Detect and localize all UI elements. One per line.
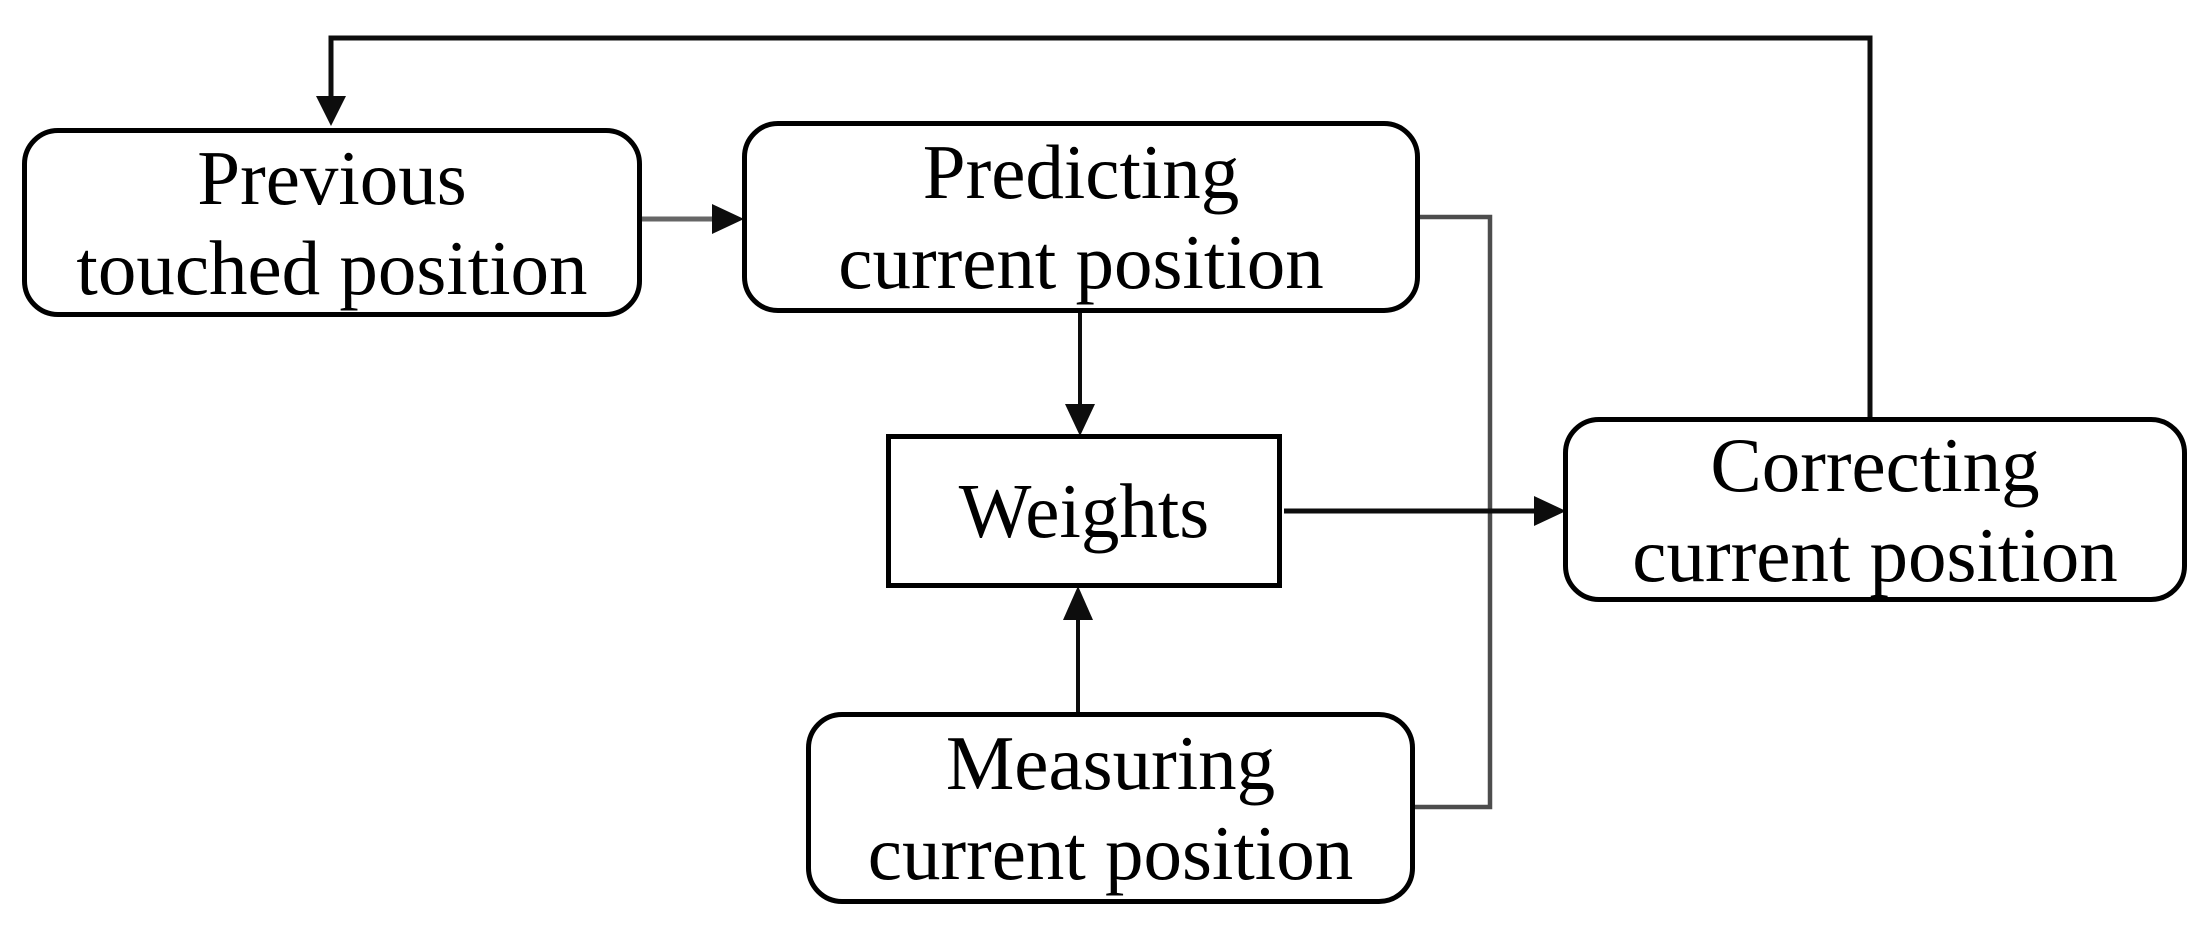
predicting-to-weights-arrowhead-icon (1065, 404, 1095, 436)
node-label-line: Correcting (1710, 421, 2040, 508)
weights-to-correcting-arrowhead-icon (1534, 496, 1566, 526)
node-weights: Weights (886, 434, 1282, 588)
node-label-line: Predicting (922, 129, 1240, 215)
node-label-line: current position (838, 219, 1324, 305)
node-label-line: Measuring (945, 720, 1276, 806)
measuring-to-weights-arrowhead-icon (1063, 586, 1093, 620)
node-previous-touched-position: Previous touched position (22, 128, 642, 317)
node-label-line: current position (1632, 511, 2118, 598)
feedback-arrowhead-icon (316, 96, 346, 126)
node-correcting-current-position: Correcting current position (1563, 417, 2187, 602)
feedback-loop-line (328, 35, 1873, 417)
previous-to-predicting-arrowhead-icon (712, 204, 744, 234)
node-measuring-current-position: Measuring current position (806, 712, 1415, 904)
node-predicting-current-position: Predicting current position (742, 121, 1420, 313)
node-label-line: Weights (958, 468, 1210, 554)
node-label-line: touched position (76, 224, 588, 311)
node-label-line: Previous (197, 134, 467, 221)
node-label-line: current position (867, 810, 1354, 896)
